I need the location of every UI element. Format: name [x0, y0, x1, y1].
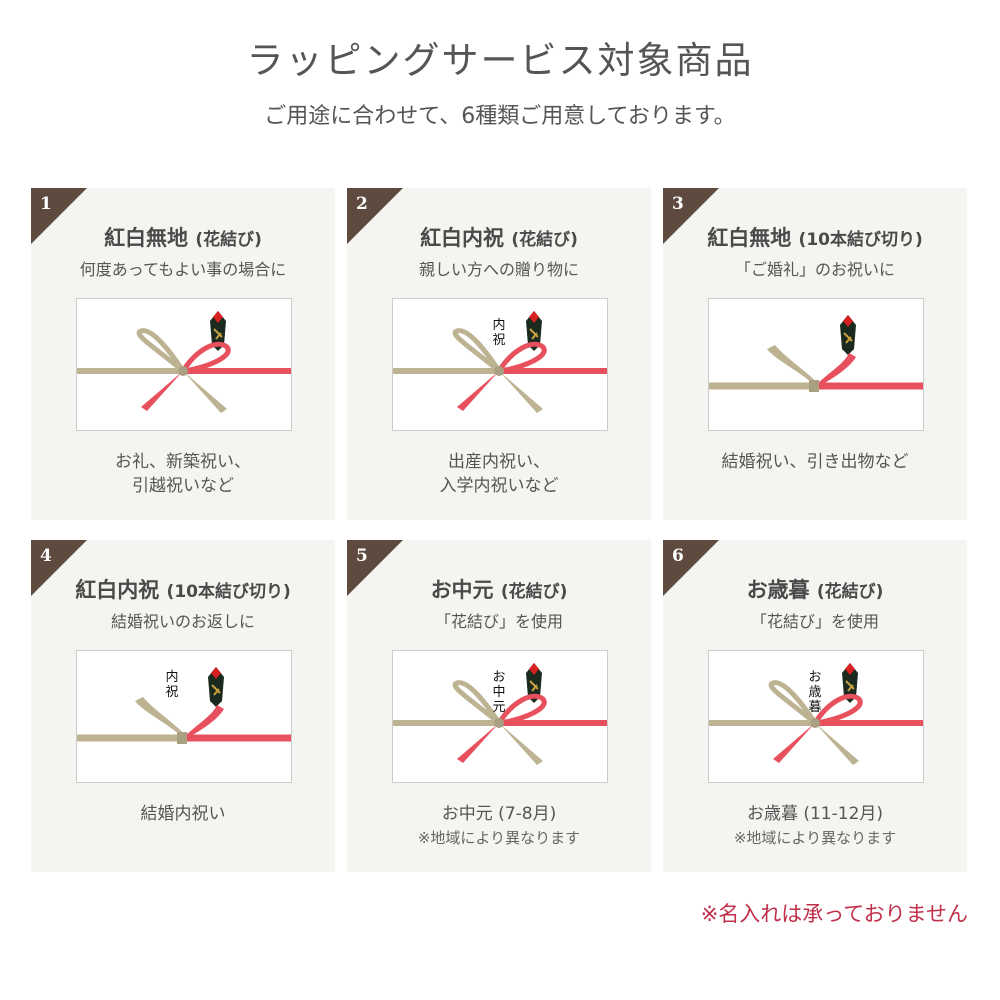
card-title-note: (10本結び切り)	[798, 230, 923, 250]
card-description: お中元 (7-8月) ※地域により異なります	[347, 802, 651, 850]
card-desc-line1: 結婚祝い、引き出物など	[721, 452, 909, 472]
card-desc-line1: お中元 (7-8月)	[441, 804, 557, 824]
noshi-ornament-icon	[842, 663, 858, 703]
card-number: 3	[672, 194, 684, 214]
card-subtitle: 「花結び」を使用	[750, 612, 879, 631]
number-badge	[31, 540, 87, 596]
svg-text:中: 中	[492, 685, 505, 700]
card-description: お礼、新築祝い、引越祝いなど	[31, 450, 335, 498]
noshi-ornament-icon	[526, 311, 542, 351]
noshi-image	[708, 298, 924, 431]
svg-text:元: 元	[492, 700, 505, 715]
card-subtitle: 結婚祝いのお返しに	[110, 612, 255, 631]
svg-text:暮: 暮	[808, 700, 821, 715]
card-title-main: お歳暮	[746, 578, 810, 602]
card-title-main: 紅白内祝	[75, 578, 160, 602]
card-title-note: (花結び)	[500, 582, 568, 602]
card-title: お中元 (花結び)	[347, 574, 651, 604]
card-title: お歳暮 (花結び)	[663, 574, 967, 604]
card-desc-line1: お礼、新築祝い、	[115, 452, 251, 472]
card-desc-line1: 出産内祝い、	[448, 452, 550, 472]
product-card-4: 4 紅白内祝 (10本結び切り) 結婚祝いのお返しに内祝結婚内祝い	[31, 540, 335, 872]
noshi-image: お中元	[392, 650, 608, 783]
card-title-note: (10本結び切り)	[166, 582, 291, 602]
card-desc-line1: 結婚内祝い	[140, 804, 226, 824]
card-description: 結婚内祝い	[31, 802, 335, 826]
noshi-ornament-icon	[526, 663, 542, 703]
product-card-3: 3 紅白無地 (10本結び切り) 「ご婚礼」のお祝いに結婚祝い、引き出物など	[663, 188, 967, 520]
card-title-note: (花結び)	[195, 230, 262, 250]
card-title-note: (花結び)	[816, 582, 884, 602]
noshi-image: 内祝	[392, 298, 608, 431]
svg-text:内: 内	[165, 669, 178, 685]
card-number: 5	[356, 546, 368, 566]
svg-text:祝: 祝	[165, 685, 178, 700]
svg-text:内: 内	[492, 317, 505, 333]
card-desc-line2: 入学内祝いなど	[439, 476, 559, 496]
card-title: 紅白内祝 (10本結び切り)	[31, 574, 335, 604]
card-title-main: お中元	[430, 578, 494, 602]
noshi-image: 内祝	[76, 650, 292, 783]
card-title-main: 紅白無地	[707, 226, 792, 250]
svg-text:お: お	[492, 670, 505, 685]
card-subtitle: 「花結び」を使用	[434, 612, 563, 631]
card-subtitle: 「ご婚礼」のお祝いに	[734, 260, 895, 279]
page-subtitle: ご用途に合わせて、6種類ご用意しております。	[264, 104, 736, 129]
card-subtitle: 何度あってもよい事の場合に	[79, 260, 287, 279]
noshi-ornament-icon	[210, 311, 226, 351]
card-desc-line2: ※地域により異なります	[417, 829, 581, 847]
card-title: 紅白内祝 (花結び)	[347, 222, 651, 252]
svg-text:祝: 祝	[492, 333, 505, 348]
card-description: お歳暮 (11-12月) ※地域により異なります	[663, 802, 967, 850]
card-title-note: (花結び)	[511, 230, 578, 250]
card-number: 4	[40, 546, 52, 566]
card-number: 2	[356, 194, 368, 214]
number-badge	[31, 188, 87, 244]
card-subtitle: 親しい方への贈り物に	[418, 260, 579, 279]
card-desc-line2: ※地域により異なります	[733, 829, 897, 847]
card-title-main: 紅白無地	[104, 226, 189, 250]
noshi-image	[76, 298, 292, 431]
noshi-ornament-icon	[840, 315, 856, 355]
card-title-main: 紅白内祝	[420, 226, 505, 250]
number-badge	[663, 188, 719, 244]
page-title: ラッピングサービス対象商品	[246, 39, 754, 82]
number-badge	[347, 188, 403, 244]
svg-text:歳: 歳	[808, 685, 821, 700]
card-description: 出産内祝い、入学内祝いなど	[347, 450, 651, 498]
card-title: 紅白無地 (10本結び切り)	[663, 222, 967, 252]
number-badge	[663, 540, 719, 596]
number-badge	[347, 540, 403, 596]
card-description: 結婚祝い、引き出物など	[663, 450, 967, 474]
card-number: 6	[672, 546, 684, 566]
noshi-image: お歳暮	[708, 650, 924, 783]
noshi-ornament-icon	[208, 667, 224, 707]
name-engraving-note: ※名入れは承っておりません	[700, 902, 968, 926]
card-number: 1	[40, 194, 52, 214]
card-desc-line1: お歳暮 (11-12月)	[746, 804, 884, 824]
svg-text:お: お	[808, 670, 821, 685]
card-desc-line2: 引越祝いなど	[132, 476, 234, 496]
card-title: 紅白無地 (花結び)	[31, 222, 335, 252]
